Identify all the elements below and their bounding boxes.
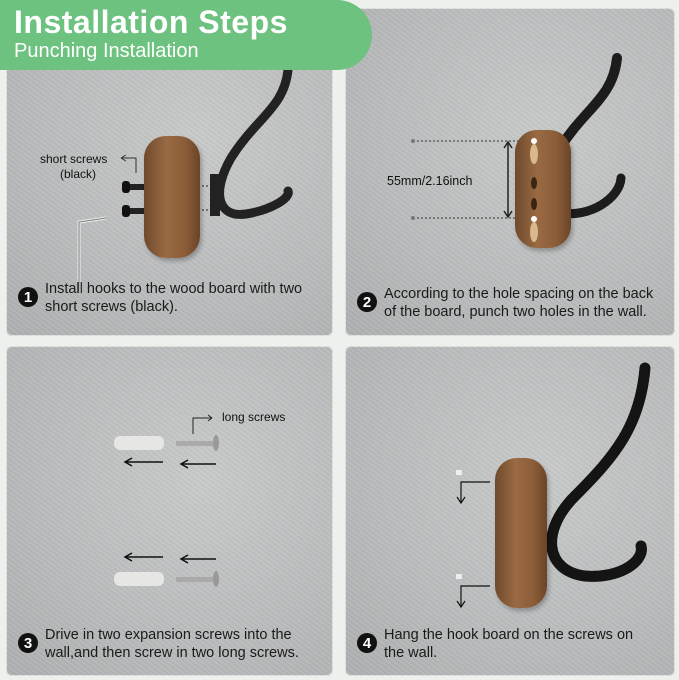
step-3-instruction: 3 Drive in two expansion screws into the… <box>18 626 299 662</box>
short-screws-color-label: (black) <box>60 167 97 181</box>
step-3-badge: 3 <box>18 633 38 653</box>
step-4-text-line2: the wall. <box>384 645 438 661</box>
keyhole-slots-icon <box>530 138 538 242</box>
wood-board-mounted <box>495 458 547 608</box>
page-subtitle: Punching Installation <box>14 40 199 62</box>
step-1-illustration <box>77 65 293 293</box>
step-3-illustration <box>114 414 219 587</box>
step-1-text-line2: short screws (black). <box>45 299 178 315</box>
step-3-text-line2: wall,and then screw in two long screws. <box>45 645 299 661</box>
step-4-badge: 4 <box>357 633 377 653</box>
hole-spacing-label: 55mm/2.16inch <box>387 174 473 188</box>
step-2-panel: 55mm/2.16inch 2 According to the hole sp… <box>345 8 675 336</box>
step-2-instruction: 2 According to the hole spacing on the b… <box>357 285 653 321</box>
long-screws-label: long screws <box>222 410 286 424</box>
step-4-panel: 4 Hang the hook board on the screws on th… <box>345 346 675 676</box>
short-screws-label: short screws <box>40 152 108 166</box>
step-1-text-line1: Install hooks to the wood board with two <box>45 281 303 297</box>
header-banner: Installation Steps Punching Installation <box>0 0 372 70</box>
page-title: Installation Steps <box>14 4 288 40</box>
step-3-panel: long screws 3 Drive in two expansion scr… <box>6 346 333 676</box>
step-1-instruction: 1 Install hooks to the wood board with t… <box>18 280 302 316</box>
step-1-badge: 1 <box>18 287 38 307</box>
wood-board-back <box>515 130 571 248</box>
step-4-instruction: 4 Hang the hook board on the screws on th… <box>357 626 633 662</box>
step-4-text-line1: Hang the hook board on the screws on <box>384 627 634 643</box>
step-2-text-line2: of the board, punch two holes in the wal… <box>384 304 647 320</box>
step-2-text-line1: According to the hole spacing on the bac… <box>384 286 654 302</box>
step-3-text-line1: Drive in two expansion screws into the <box>45 627 292 643</box>
step-2-badge: 2 <box>357 292 377 312</box>
wood-board <box>144 136 200 258</box>
